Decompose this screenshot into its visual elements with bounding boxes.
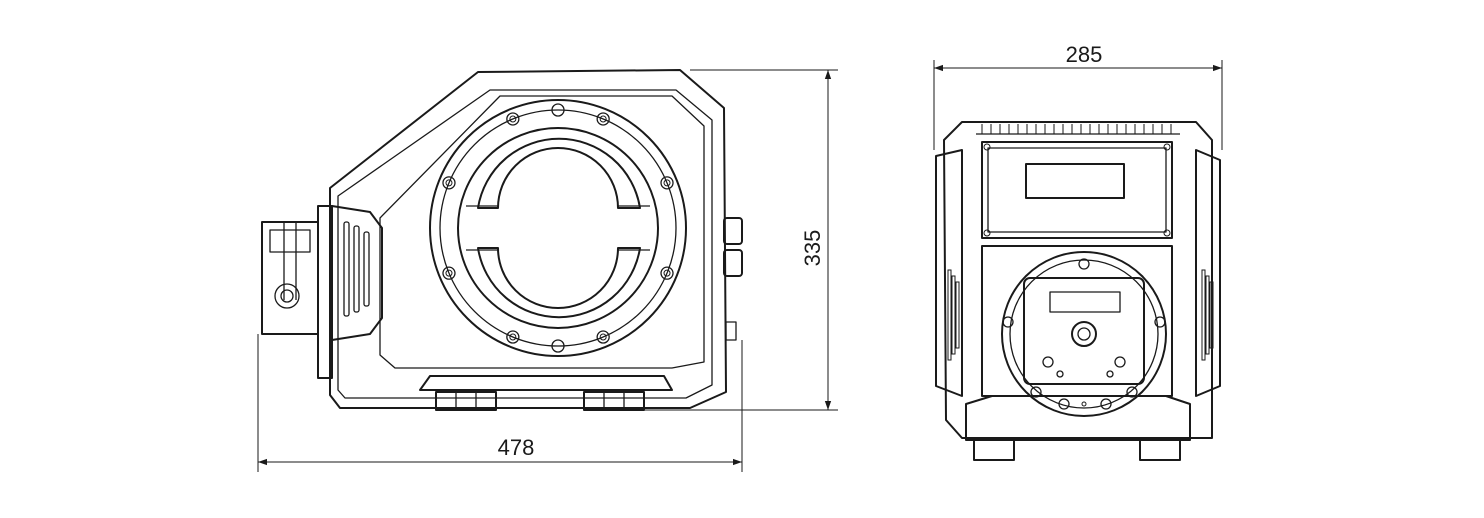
screw-icon xyxy=(1058,398,1070,410)
bolt-icon xyxy=(506,112,520,126)
screw-icon xyxy=(1106,370,1114,378)
vent-slot xyxy=(951,275,956,355)
bolt-icon xyxy=(596,112,610,126)
bolt-icon xyxy=(1078,258,1090,270)
side-vent-slots xyxy=(343,221,370,317)
front-foot-left xyxy=(973,439,1015,461)
screw-icon xyxy=(1042,356,1054,368)
bolt-icon xyxy=(551,103,565,117)
bolt-icon xyxy=(445,179,453,187)
right-side-panel xyxy=(1195,149,1221,397)
pump-head-outer-ring xyxy=(429,99,687,357)
bolt-icon xyxy=(599,333,607,341)
bolt-icon xyxy=(551,339,565,353)
front-foot-right xyxy=(1139,439,1181,461)
control-box xyxy=(981,141,1173,239)
front-side-vents xyxy=(947,269,1214,361)
connector xyxy=(725,321,737,341)
bolt-icon xyxy=(445,269,453,277)
side-housing-outline xyxy=(329,69,727,409)
rotor-cover-upper xyxy=(477,137,641,209)
rotor-flanges xyxy=(466,205,650,251)
front-base xyxy=(965,395,1191,441)
height-value: 335 xyxy=(800,230,825,267)
length-value: 478 xyxy=(498,435,535,460)
dimension-height: 335 xyxy=(644,69,838,411)
bolt-icon xyxy=(442,266,456,280)
cable-gland-top xyxy=(723,217,743,245)
vent-slot xyxy=(955,281,960,349)
side-vent-block xyxy=(331,205,383,341)
rotor-cover-lower xyxy=(477,247,641,319)
pump-plate xyxy=(981,245,1173,397)
screw-icon xyxy=(1081,401,1087,407)
front-body-outline xyxy=(943,121,1213,439)
bolt-icon xyxy=(442,176,456,190)
pump-head-inner-ring xyxy=(457,127,659,329)
dimension-length: 478 xyxy=(257,334,743,472)
pump-label xyxy=(1049,291,1121,313)
bolt-icon xyxy=(660,176,674,190)
cable-gland-bottom xyxy=(723,249,743,277)
bolt-icon xyxy=(506,330,520,344)
pump-shaft xyxy=(1071,321,1097,347)
pump-shaft-inner xyxy=(1077,327,1091,341)
bolt-icon xyxy=(596,330,610,344)
bolt-icon xyxy=(663,179,671,187)
screw-icon xyxy=(1114,356,1126,368)
front-view xyxy=(935,121,1221,461)
foot-left xyxy=(435,391,497,411)
pump-cover xyxy=(1023,277,1145,385)
width-value: 285 xyxy=(1066,42,1103,67)
left-side-panel xyxy=(935,149,963,397)
screw-icon xyxy=(1163,143,1171,151)
rear-adapter xyxy=(261,221,319,335)
bolt-icon xyxy=(660,266,674,280)
side-view xyxy=(261,69,743,411)
bolt-icon xyxy=(1002,316,1014,328)
bottom-rail xyxy=(419,375,673,391)
adapter-slot xyxy=(269,229,311,253)
adapter-knob-inner xyxy=(280,289,294,303)
dimension-width: 285 xyxy=(933,42,1223,150)
vent-slot xyxy=(1209,281,1214,349)
control-box-inner xyxy=(987,147,1167,233)
vent-slot xyxy=(1205,275,1210,355)
bolt-icon xyxy=(663,269,671,277)
pump-head-bolt-ring xyxy=(439,109,677,347)
pump-head-bolts-front xyxy=(1002,258,1166,398)
bolt-icon xyxy=(509,333,517,341)
screw-icon xyxy=(983,143,991,151)
top-fins xyxy=(981,124,1172,134)
pump-head-circle-inner xyxy=(1009,259,1159,409)
side-housing-inner xyxy=(337,89,713,399)
screw-icon xyxy=(1100,398,1112,410)
bolt-icon xyxy=(509,115,517,123)
side-panel-face xyxy=(379,95,705,369)
bolt-icon xyxy=(599,115,607,123)
pump-head-circle xyxy=(1001,251,1167,417)
screw-icon xyxy=(1163,229,1171,237)
screw-icon xyxy=(1056,370,1064,378)
bolt-icon xyxy=(1154,316,1166,328)
vent-slot xyxy=(947,269,952,361)
display-window xyxy=(1025,163,1125,199)
foot-right xyxy=(583,391,645,411)
vent-slot xyxy=(1201,269,1206,361)
pump-head-bolts xyxy=(442,103,674,353)
adapter-knob xyxy=(274,283,300,309)
screw-icon xyxy=(983,229,991,237)
